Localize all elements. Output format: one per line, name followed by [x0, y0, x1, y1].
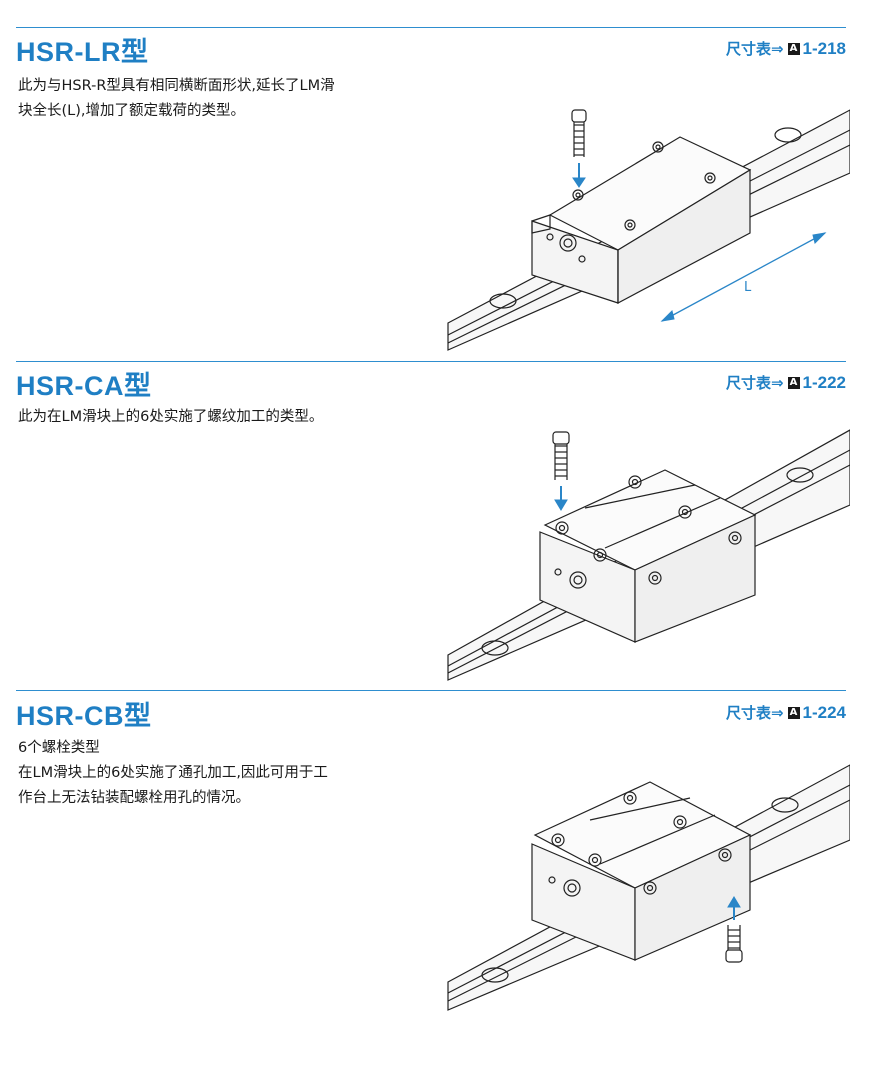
- description-line: 6个螺栓类型: [18, 740, 100, 756]
- ref-page-number: 1-218: [802, 38, 846, 58]
- size-table-reference[interactable]: 尺寸表⇒ A 1-224: [726, 702, 846, 723]
- hsr-lr-block-illustration: L: [447, 109, 850, 351]
- ref-page-number: 1-224: [802, 702, 846, 722]
- length-dimension-label: L: [744, 280, 752, 295]
- hsr-ca-block-illustration: [447, 429, 850, 681]
- section-rule: [16, 27, 846, 28]
- ref-label: 尺寸表⇒: [725, 704, 784, 722]
- section-title: HSR-LR型: [16, 37, 149, 67]
- section-rule: [16, 690, 846, 691]
- size-table-reference[interactable]: 尺寸表⇒ A 1-218: [726, 38, 846, 59]
- catalog-badge-icon: A: [787, 42, 800, 55]
- description-line: 此为在LM滑块上的6处实施了螺纹加工的类型。: [18, 409, 324, 425]
- section-description: 6个螺栓类型 在LM滑块上的6处实施了通孔加工,因此可用于工 作台上无法钻装配螺…: [18, 736, 428, 811]
- hsr-cb-block-illustration: [447, 764, 850, 1011]
- description-line: 块全长(L),增加了额定载荷的类型。: [18, 103, 246, 119]
- section-description: 此为在LM滑块上的6处实施了螺纹加工的类型。: [18, 405, 428, 430]
- section-title: HSR-CB型: [16, 701, 152, 731]
- description-line: 作台上无法钻装配螺栓用孔的情况。: [18, 790, 250, 806]
- description-line: 在LM滑块上的6处实施了通孔加工,因此可用于工: [18, 765, 328, 781]
- section-title: HSR-CA型: [16, 371, 152, 401]
- catalog-badge-icon: A: [787, 376, 800, 389]
- ref-label: 尺寸表⇒: [725, 374, 784, 392]
- size-table-reference[interactable]: 尺寸表⇒ A 1-222: [726, 372, 846, 393]
- ref-page-number: 1-222: [802, 372, 846, 392]
- ref-label: 尺寸表⇒: [725, 40, 784, 58]
- section-description: 此为与HSR-R型具有相同横断面形状,延长了LM滑 块全长(L),增加了额定载荷…: [18, 74, 428, 124]
- section-rule: [16, 361, 846, 362]
- catalog-badge-icon: A: [787, 706, 800, 719]
- description-line: 此为与HSR-R型具有相同横断面形状,延长了LM滑: [18, 78, 335, 94]
